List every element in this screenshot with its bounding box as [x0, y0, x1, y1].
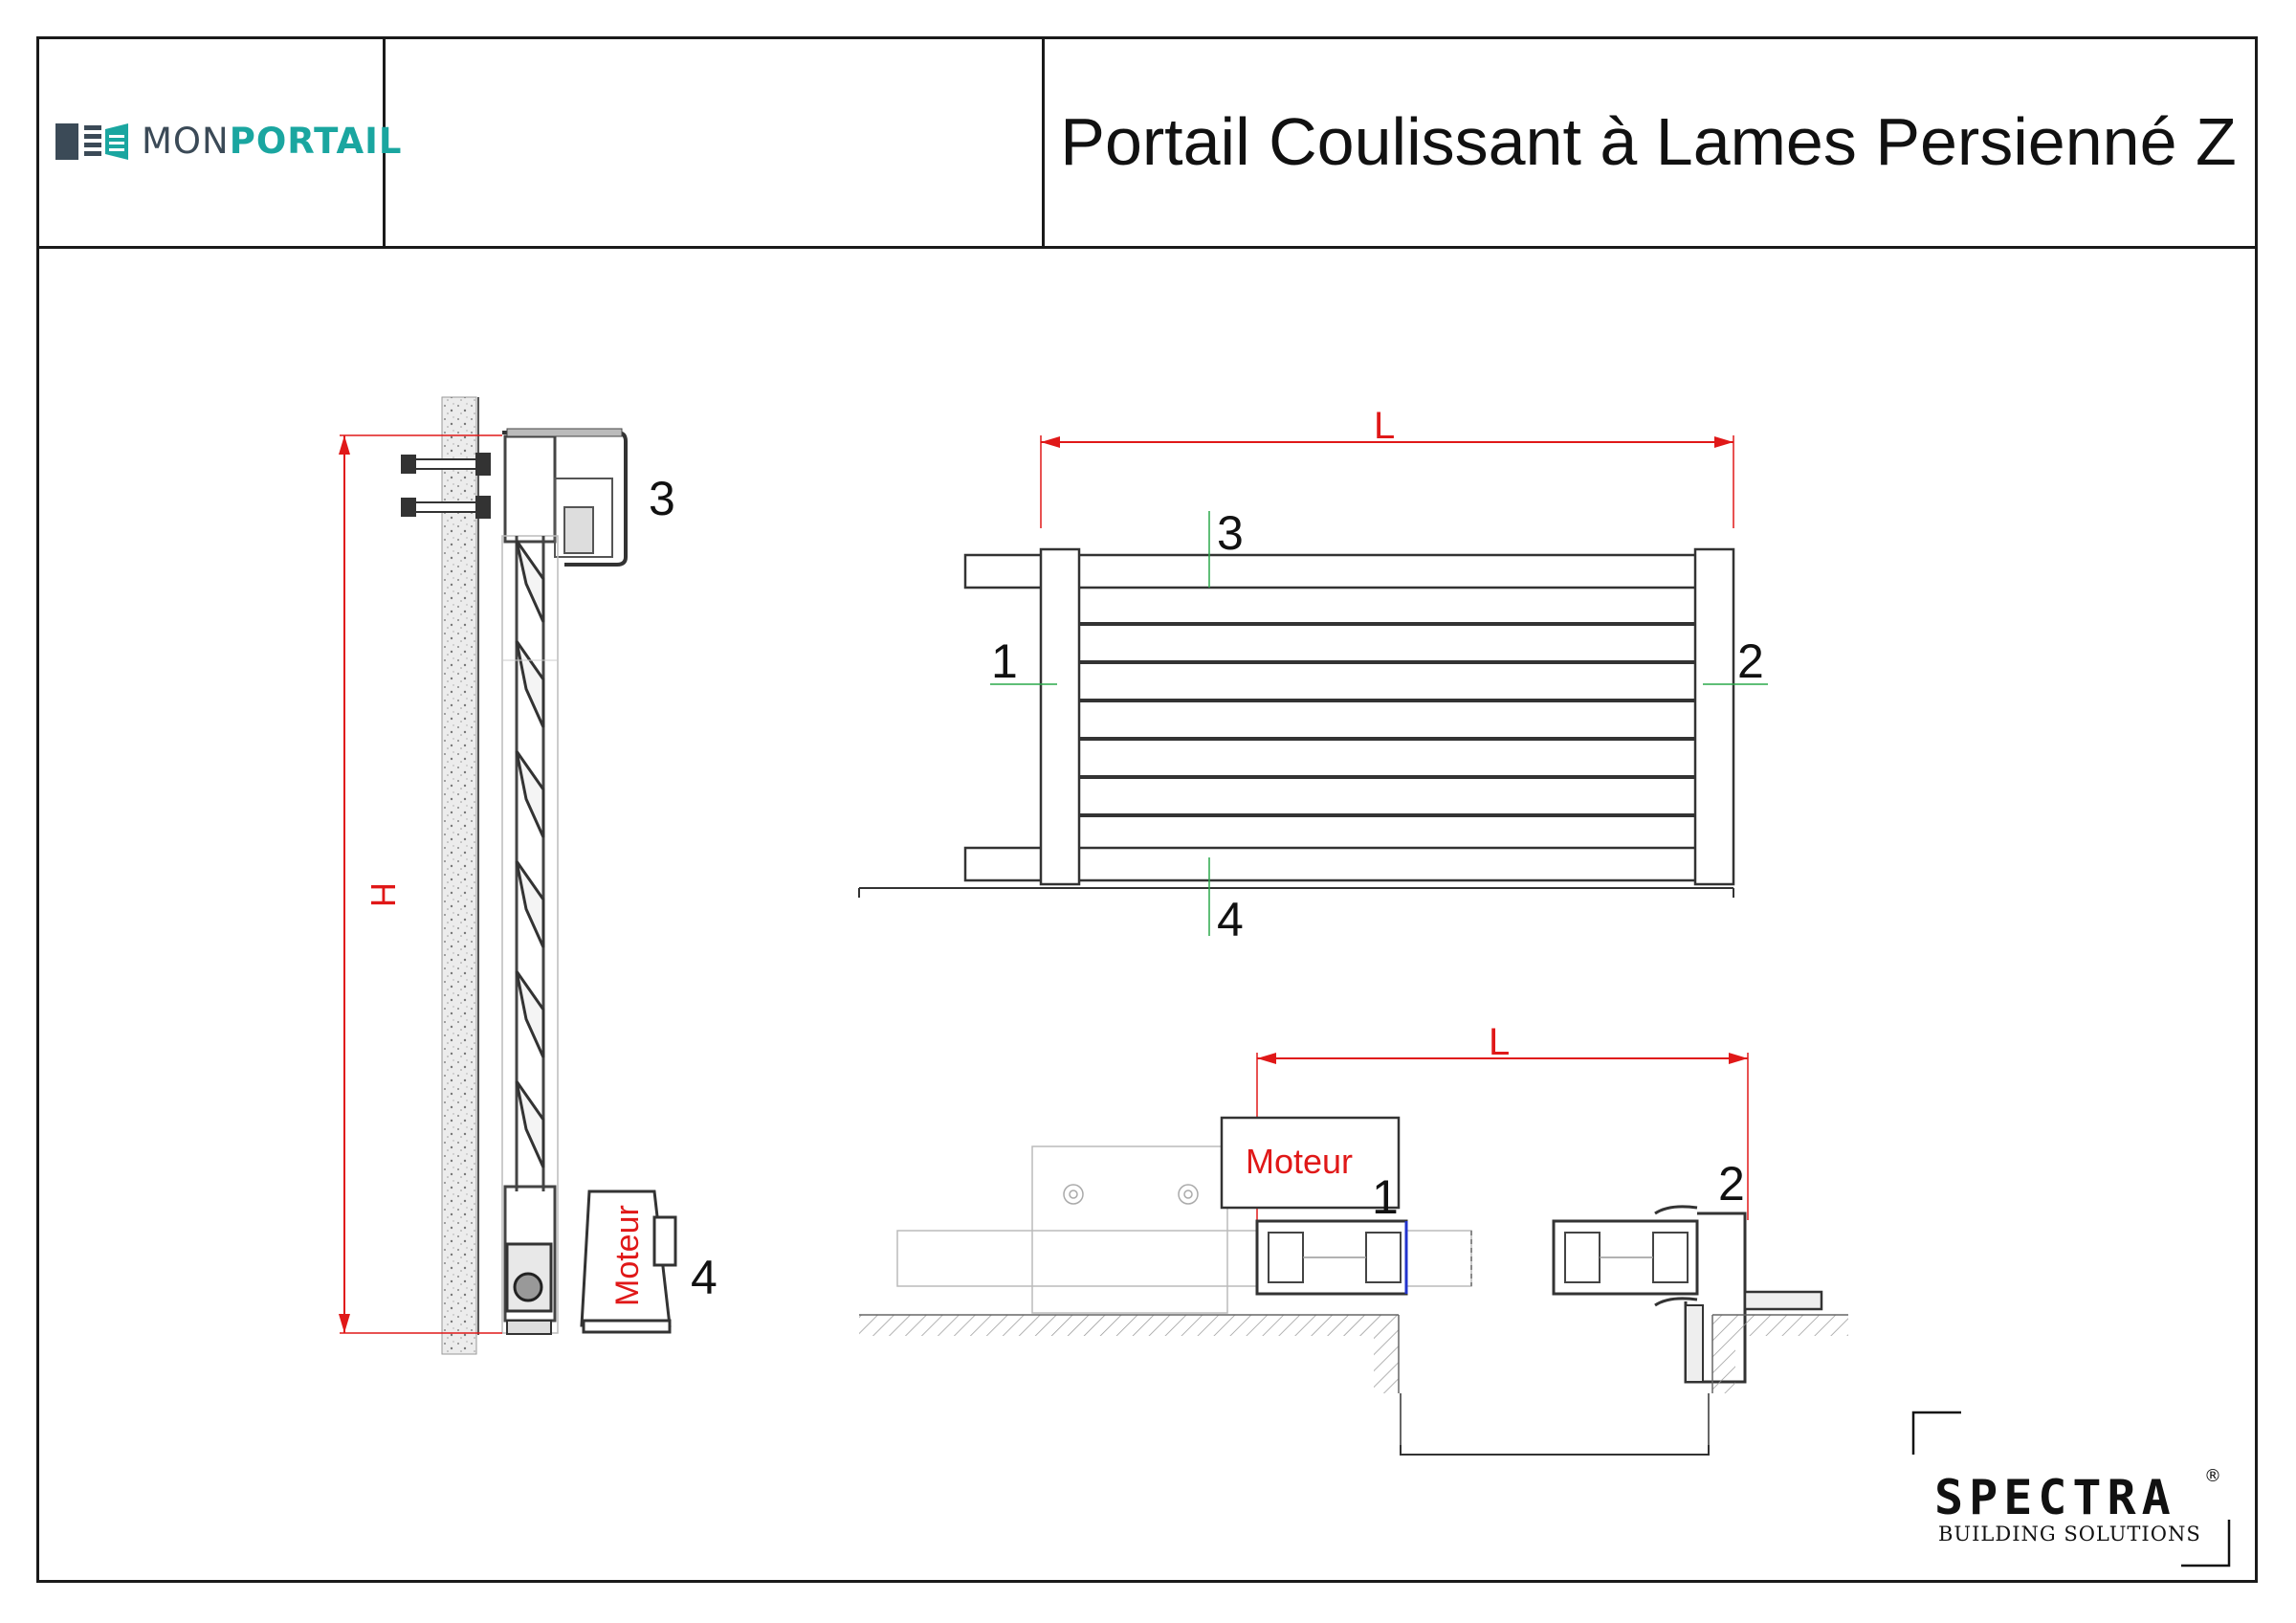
motor-box: [1220, 1116, 1401, 1210]
brand-suffix: PORTAIL: [229, 121, 403, 162]
wall-section: [441, 396, 477, 1355]
plan-width-label: L: [1489, 1021, 1510, 1063]
louvre-slats: [515, 540, 545, 1168]
right-post: [1693, 547, 1735, 886]
bottom-rail: [963, 846, 1734, 882]
gate-slats: [1079, 622, 1695, 817]
brand-wordmark: MONPORTAIL: [142, 121, 402, 162]
elevation-ref-1: 1: [991, 634, 1018, 688]
plan-view: L Moteur: [859, 1021, 1848, 1456]
title-cell: Portail Coulissant à Lames Persienné Z: [1045, 36, 2252, 246]
drawing-title: Portail Coulissant à Lames Persienné Z: [1060, 103, 2237, 179]
spectra-wordmark: SPECTRA: [1934, 1470, 2176, 1525]
gate-logo-icon: [55, 122, 128, 160]
elevation-view: L 3 1 2 4: [858, 405, 1768, 946]
elevation-ref-4: 4: [1217, 893, 1244, 946]
side-ref-4: 4: [691, 1251, 718, 1304]
anchor-bolts: [401, 453, 491, 519]
left-post: [1039, 547, 1081, 886]
side-section-view: Moteur H 3 4: [339, 396, 718, 1355]
ground-hatch-left: [859, 1315, 1399, 1336]
side-ref-3: 3: [649, 472, 675, 525]
spectra-tagline: BUILDING SOLUTIONS: [1938, 1523, 2201, 1545]
plan-ref-2: 2: [1718, 1157, 1745, 1211]
elevation-ref-3: 3: [1217, 506, 1244, 560]
empty-cell: [386, 36, 1045, 246]
spectra-logo: SPECTRA ® BUILDING SOLUTIONS: [1911, 1411, 2231, 1567]
brand-cell: MONPORTAIL: [36, 36, 401, 246]
ground-hatch-right: [1712, 1315, 1848, 1336]
registered-mark: ®: [2204, 1466, 2221, 1486]
plan-ref-1: 1: [1372, 1170, 1399, 1224]
top-rail: [963, 553, 1734, 589]
elevation-ref-2: 2: [1737, 634, 1764, 688]
title-block: MONPORTAIL Portail Coulissant à Lames Pe…: [36, 36, 2258, 249]
brand-prefix: MON: [142, 121, 230, 162]
wheel-icon: [513, 1272, 543, 1302]
elevation-width-label: L: [1374, 405, 1395, 447]
drawing-frame: [36, 36, 2258, 1583]
height-label: H: [364, 882, 403, 907]
gate-profile: [501, 535, 559, 1334]
motor-label-vertical: Moteur: [609, 1205, 646, 1306]
plan-motor-label: Moteur: [1246, 1142, 1353, 1181]
monportail-logo: MONPORTAIL: [55, 121, 402, 162]
